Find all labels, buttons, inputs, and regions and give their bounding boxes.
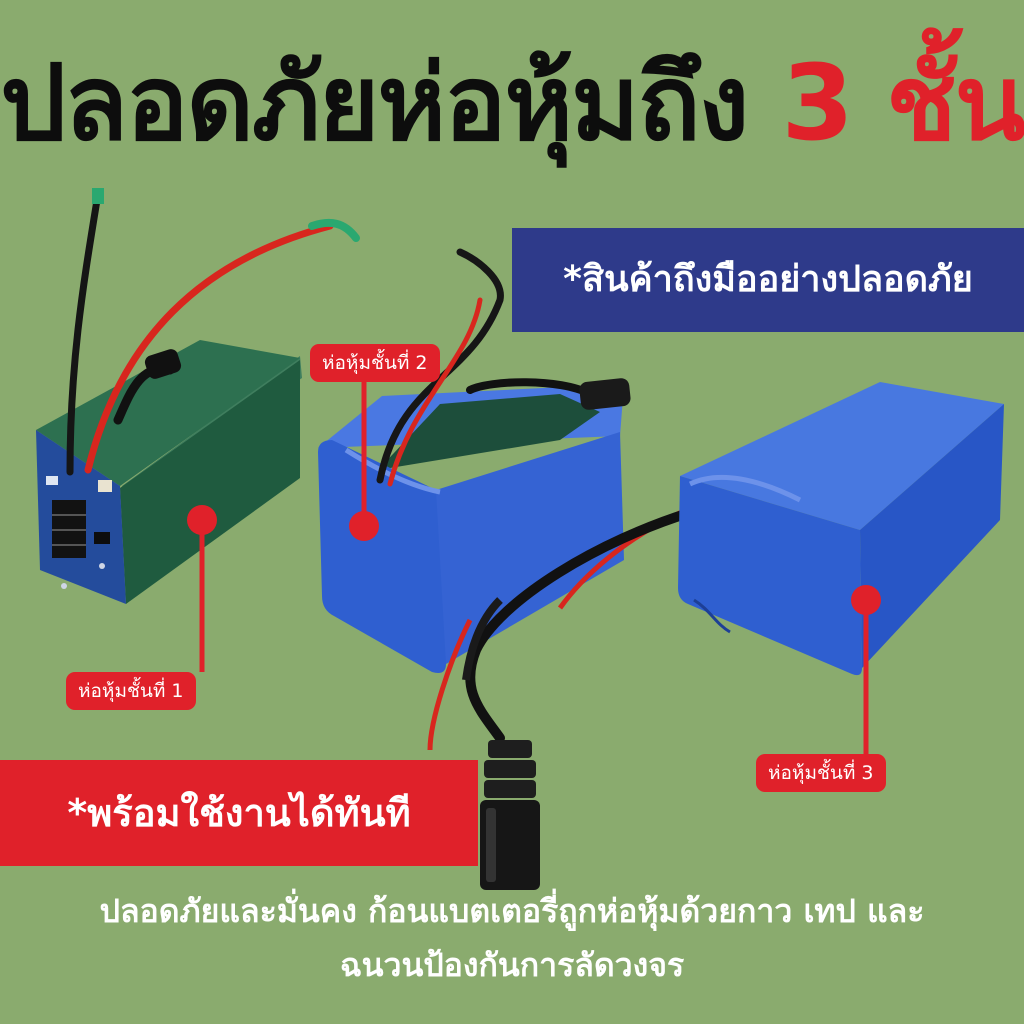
callout-marker-3: [851, 585, 881, 754]
layer-1-tag: ห่อหุ้มชั้นที่ 1: [66, 672, 196, 710]
headline: ปลอดภัยห่อหุ้มถึง 3 ชั้น: [0, 18, 1024, 188]
footer-line-1: ปลอดภัยและมั่นคง ก้อนแบตเตอรี่ถูกห่อหุ้ม…: [99, 892, 925, 930]
footer-line-2: ฉนวนป้องกันการลัดวงจร: [339, 946, 685, 984]
battery-pack-layer-1: [36, 188, 360, 604]
battery-pack-layer-2: [318, 248, 631, 673]
battery-pack-layer-3: [678, 382, 1004, 676]
callout-marker-1: [187, 505, 217, 672]
layer-2-tag: ห่อหุ้มชั้นที่ 2: [310, 344, 440, 382]
callout-marker-2: [349, 382, 379, 541]
headline-highlight: 3 ชั้น: [781, 42, 1024, 164]
layer-3-tag: ห่อหุ้มชั้นที่ 3: [756, 754, 886, 792]
safe-delivery-ribbon: *สินค้าถึงมืออย่างปลอดภัย: [512, 228, 1024, 332]
dc-cable: [427, 505, 697, 890]
ready-to-use-ribbon: *พร้อมใช้งานได้ทันที: [0, 760, 478, 866]
footer-description: ปลอดภัยและมั่นคง ก้อนแบตเตอรี่ถูกห่อหุ้ม…: [20, 884, 1004, 992]
bms-board: [46, 476, 112, 589]
dc-barrel-connector: [480, 740, 540, 890]
headline-main: ปลอดภัยห่อหุ้มถึง: [0, 42, 749, 164]
